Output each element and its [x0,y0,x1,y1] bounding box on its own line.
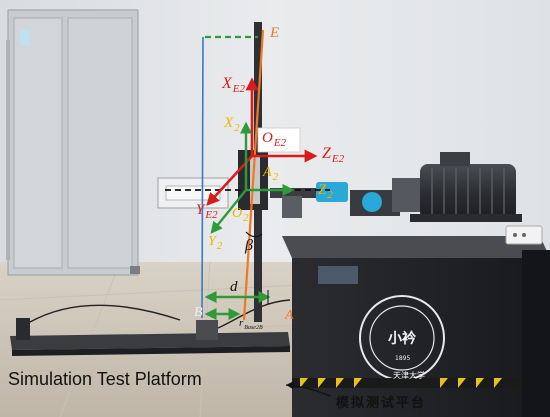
label-Y-E2-sub: E2 [205,209,218,221]
label-A2-sub: 2 [272,171,279,183]
label-beta: β [245,237,253,254]
label-r-sub: Base2B [244,325,263,331]
table-cabinet [292,258,522,417]
label-r-main: r [239,317,244,329]
label-Y2: Y2 [208,235,222,252]
label-X-E2-main: X [222,75,232,92]
svg-text:小衿: 小衿 [388,330,417,347]
label-O-E2-main: O [262,130,273,146]
label-Y2-sub: 2 [216,240,223,252]
svg-text:1895: 1895 [395,355,410,362]
label-X2: X2 [224,116,240,134]
label-Z-E2: ZE2 [322,146,344,165]
label-O-E2: OE2 [262,131,286,149]
label-O2-main: O [232,206,243,221]
label-A: A [285,308,294,323]
label-X-E2: XE2 [222,76,245,95]
label-Z2-main: Z [318,182,327,198]
label-B: B [194,305,203,320]
label-A2: A2 [263,166,278,183]
label-X2-sub: 2 [234,122,240,134]
label-Z2-sub: 2 [327,189,333,201]
label-d: d [230,279,238,295]
label-r-base: rBase2B [239,317,263,332]
label-O2-sub: 2 [243,212,249,224]
label-O-E2-sub: E2 [273,137,287,149]
label-X-E2-sub: E2 [232,83,246,95]
university-seal-text: 天津大学 [393,371,425,380]
floor-rail [10,332,290,350]
y-e2-arrow [206,155,253,206]
hazard-strip [292,378,522,388]
label-Y-E2: YE2 [196,203,218,221]
table-top [282,236,550,258]
caption-simulation-test-platform: Simulation Test Platform [8,369,202,389]
label-Z-E2-sub: E2 [331,153,345,165]
label-Y-E2-main: Y [196,202,205,218]
label-E: E [270,25,280,41]
blue-line [201,36,204,319]
label-Y2-main: Y [208,234,216,249]
motor-assembly [350,152,522,222]
label-Z-E2-main: Z [322,145,331,162]
label-X2-main: X [224,115,234,131]
label-Z2: Z2 [318,183,333,201]
y2-arrow [210,189,247,234]
label-O2: O2 [232,207,249,224]
orange-rod [242,29,265,321]
label-A2-main: A [263,165,272,180]
cyan-coupling [316,182,348,202]
o-e2-box [257,127,301,153]
chinese-caption: 模拟测试平台 [336,396,427,411]
